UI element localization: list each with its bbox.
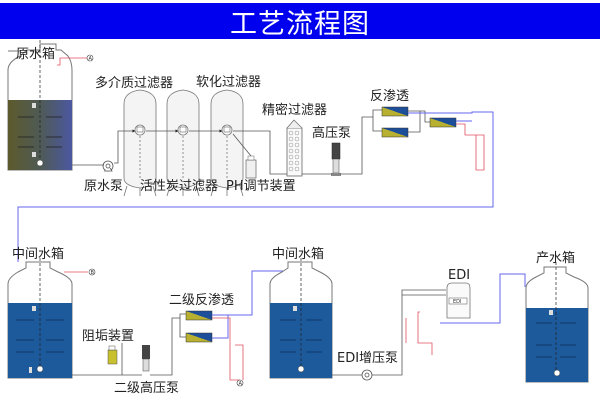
carbon-filter-vessel (166, 89, 200, 197)
marker-a-bottom-label: A (239, 381, 243, 387)
intermediate-tank-1 (7, 258, 73, 379)
mid-tank-2-label: 中间水箱 (272, 246, 324, 262)
marker-a-top (86, 54, 94, 62)
second-hp-pump (142, 345, 150, 372)
hp-pump-label: 高压泵 (312, 125, 351, 141)
ph-device-label: PH调节装置 (226, 179, 296, 194)
ro2-membranes (185, 310, 213, 343)
ph-adjust-device (245, 155, 257, 179)
concentrate-line-2 (212, 311, 433, 381)
concentrate-line-1 (456, 123, 485, 171)
raw-tank-lower (7, 95, 73, 171)
product-tank-label: 产水箱 (536, 250, 575, 266)
raw-water-pump (102, 160, 114, 172)
marker-b-label: B (91, 270, 95, 276)
top-pipes (8, 50, 430, 175)
edi-unit: EDI (446, 282, 471, 319)
edi-feed-pipes (332, 289, 446, 376)
product-line-2 (212, 270, 526, 339)
raw-tank-label: 原水箱 (16, 46, 55, 62)
filter-vessels (123, 89, 244, 197)
antiscalant-label: 阻垢装置 (82, 329, 134, 344)
precision-filter (286, 119, 303, 177)
marker-a-top-label: A (89, 56, 93, 62)
marker-b (88, 268, 96, 276)
edi-label: EDI (448, 268, 470, 283)
softener-label: 软化过滤器 (196, 75, 261, 90)
multimedia-filter-vessel (123, 89, 157, 197)
mid-tank-1-label: 中间水箱 (12, 246, 64, 262)
product-water-tank (525, 262, 589, 383)
carbon-filter-label: 活性炭过滤器 (140, 179, 218, 194)
intermediate-tank-2 (269, 258, 333, 379)
multimedia-filter-label: 多介质过滤器 (95, 75, 173, 91)
softener-vessel (210, 89, 244, 197)
edi-pump-label: EDI增压泵 (337, 351, 398, 366)
ro-membranes (381, 106, 457, 138)
edi-booster-pump (361, 369, 373, 381)
ro-label: 反渗透 (370, 89, 409, 104)
high-pressure-pump (331, 142, 341, 176)
raw-pump-label: 原水泵 (84, 179, 123, 194)
edi-panel-label: EDI (453, 299, 461, 305)
page-title: 工艺流程图 (230, 8, 370, 40)
marker-a-bottom (236, 379, 244, 387)
antiscalant-device (107, 345, 118, 365)
ro2-label: 二级反渗透 (169, 293, 234, 308)
product-line-1 (17, 111, 494, 262)
title-banner: 工艺流程图 (0, 3, 600, 40)
lower-pipes (72, 313, 186, 376)
precision-filter-label: 精密过滤器 (262, 102, 327, 118)
hp-pump2-label: 二级高压泵 (114, 380, 179, 396)
